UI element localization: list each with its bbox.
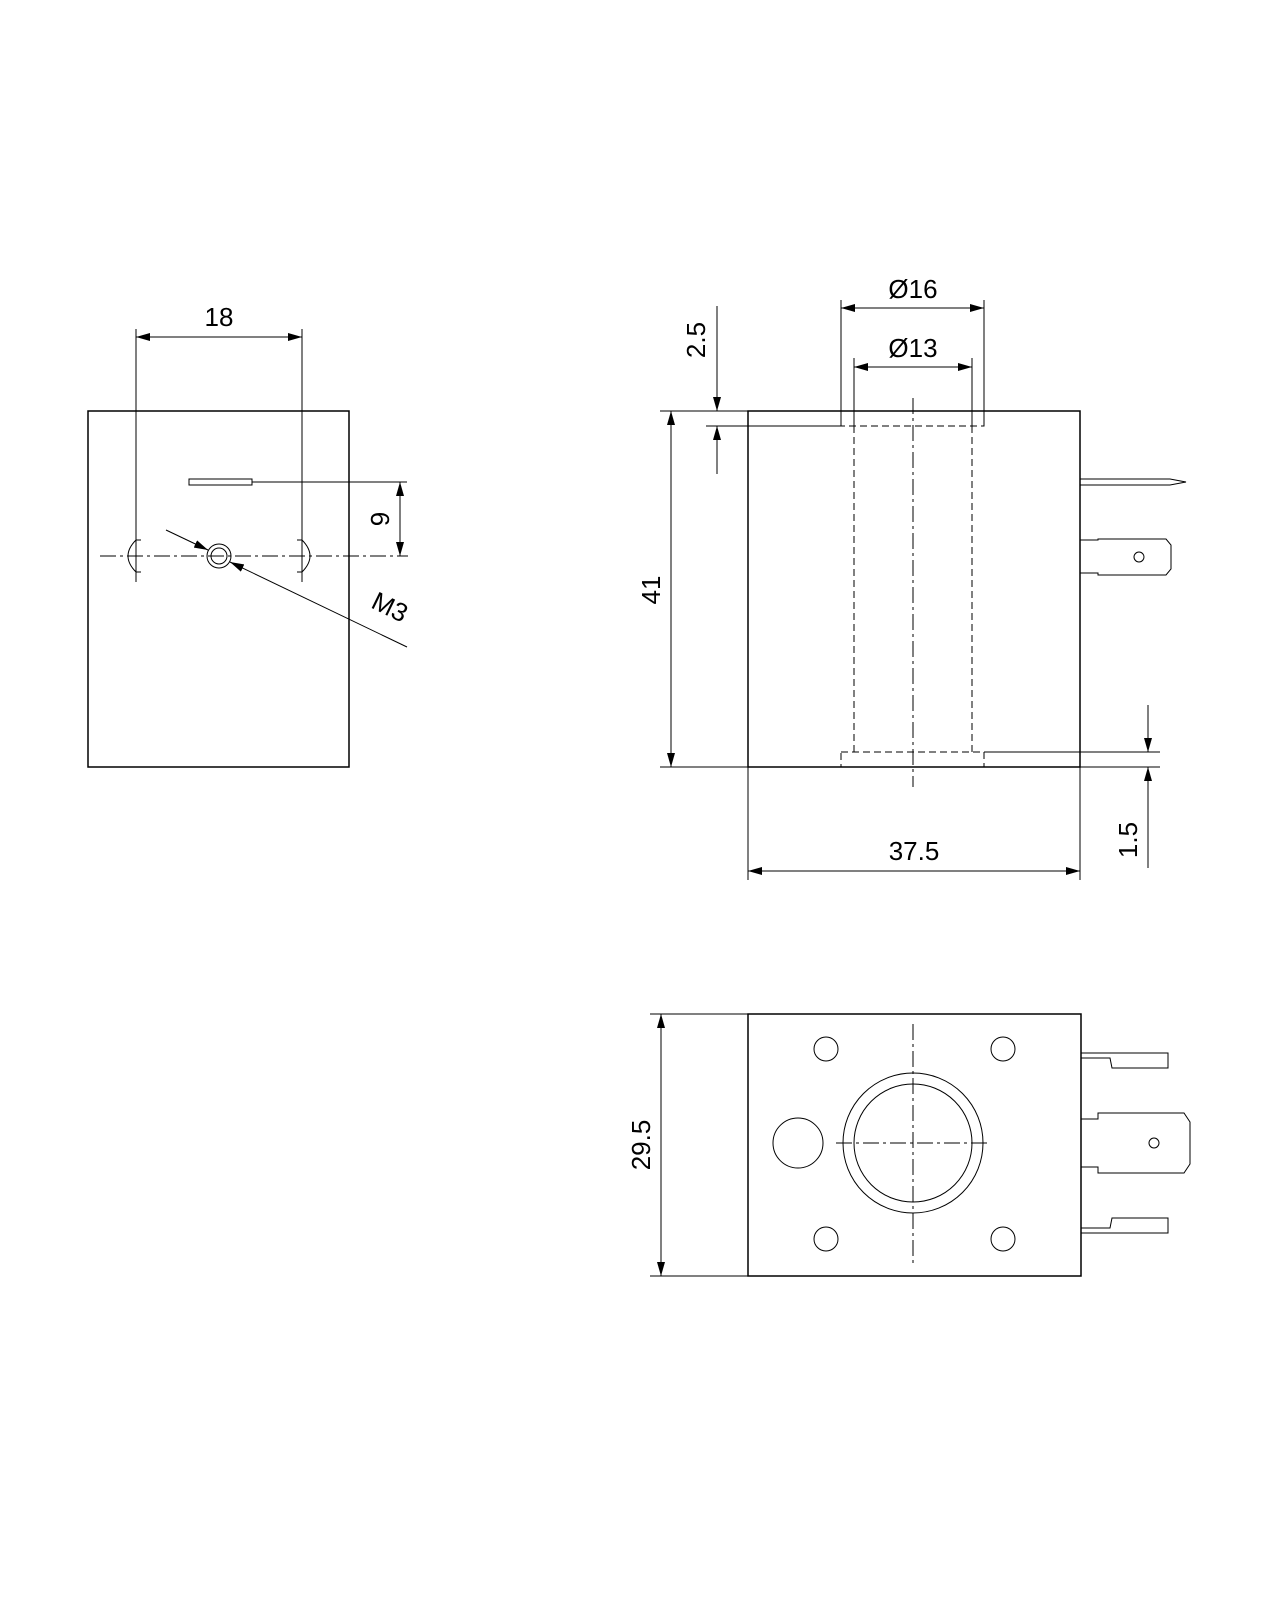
- side-spade-terminal: [1080, 538, 1172, 576]
- dim-front-width: 18: [205, 302, 234, 332]
- front-right-clip: [297, 539, 311, 573]
- dim-bottom-height: 29.5: [626, 1120, 656, 1171]
- bottom-hole-bottom-left: [813, 1226, 839, 1252]
- bottom-hole-bottom-right: [990, 1226, 1016, 1252]
- side-spade-hole: [1133, 551, 1145, 563]
- bottom-hole-top-left: [813, 1036, 839, 1062]
- front-screw-hole-inner: [210, 547, 228, 565]
- bottom-flat-terminal-top: [1081, 1052, 1169, 1069]
- bottom-flat-terminal-bottom: [1081, 1217, 1169, 1234]
- dim-front-thread: M3: [367, 586, 413, 629]
- bottom-hole-top-right: [990, 1036, 1016, 1062]
- bottom-spade-hole: [1148, 1137, 1160, 1149]
- bottom-large-hole: [772, 1117, 824, 1169]
- bottom-view-body: [747, 1013, 1082, 1277]
- front-view: 18 9 M3: [87, 302, 413, 768]
- dim-side-height: 41: [636, 576, 666, 605]
- dim-front-offset: 9: [365, 512, 395, 526]
- bottom-spade-terminal: [1081, 1112, 1191, 1174]
- side-flat-terminal: [1080, 478, 1187, 486]
- front-flat-connector: [188, 478, 253, 486]
- front-view-body: [87, 410, 350, 768]
- bottom-view: 29.5: [626, 1013, 1191, 1277]
- dim-side-width: 37.5: [889, 836, 940, 866]
- dim-side-inner-dia: Ø13: [888, 333, 937, 363]
- dim-side-top-step: 2.5: [681, 322, 711, 358]
- dim-side-bottom-step: 1.5: [1113, 822, 1143, 858]
- side-view-body: [747, 410, 1081, 768]
- dim-side-outer-dia: Ø16: [888, 274, 937, 304]
- side-view: Ø16 Ø13 2.5 41 37.5 1.5: [636, 274, 1187, 880]
- front-screw-hole-outer: [206, 543, 232, 569]
- front-left-clip: [127, 539, 141, 573]
